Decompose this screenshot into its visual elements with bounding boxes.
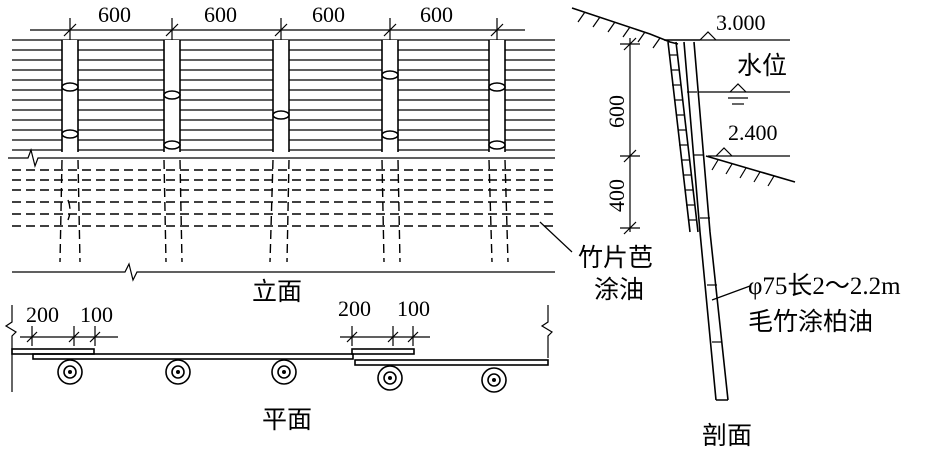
elevation-pile xyxy=(381,40,401,263)
bamboo-mat-hidden xyxy=(12,169,555,227)
plan-title: 平面 xyxy=(262,407,312,434)
plan-dim-label: 100 xyxy=(397,296,430,321)
plan-view: 200 100 200 100 xyxy=(4,296,553,434)
elevation-top-label: 3.000 xyxy=(716,10,766,35)
mat-label: 涂油 xyxy=(594,276,644,304)
plan-dim-label: 200 xyxy=(338,296,371,321)
plan-pile xyxy=(377,365,403,391)
pile-spec-label: 毛竹涂柏油 xyxy=(748,308,873,336)
elevation-spacing-dimension: 600 600 600 600 xyxy=(30,2,525,42)
elevation-pile xyxy=(269,40,290,263)
break-line xyxy=(8,147,555,169)
plan-dim-label: 100 xyxy=(80,302,113,327)
elevation-pile xyxy=(488,40,509,263)
plan-break-right xyxy=(540,305,553,358)
pile-spec-leader xyxy=(711,285,751,301)
section-mat-ticks xyxy=(669,54,696,221)
dim-label-600: 600 xyxy=(604,95,629,128)
section-view: 600 400 xyxy=(571,7,901,449)
section-title: 剖面 xyxy=(702,422,752,449)
lower-ground xyxy=(705,155,796,183)
mat-label: 竹片芭 xyxy=(578,244,653,272)
water-level-mark: 水位 xyxy=(698,52,790,105)
elevation-low-label: 2.400 xyxy=(728,120,778,145)
plan-dim-label: 200 xyxy=(26,302,59,327)
bank-slope xyxy=(571,7,679,45)
plan-dimensions-left: 200 100 xyxy=(20,302,118,346)
plan-dimensions-right: 200 100 xyxy=(338,296,430,346)
spacing-label: 600 xyxy=(204,2,237,27)
elevation-view: 600 600 600 600 xyxy=(8,2,653,306)
water-level-label: 水位 xyxy=(737,52,787,80)
plan-pile xyxy=(165,359,191,385)
section-vertical-dimension: 600 400 xyxy=(604,37,640,235)
section-mat xyxy=(667,41,699,233)
dim-label-400: 400 xyxy=(604,179,629,212)
lower-ground-hatching xyxy=(711,159,775,187)
elevation-pile xyxy=(163,40,183,263)
pile-spec-label: φ75长2～2.2m xyxy=(748,272,901,300)
bank-hatching xyxy=(577,11,661,49)
plan-pile xyxy=(271,359,297,385)
spacing-label: 600 xyxy=(312,2,345,27)
ground-break-line xyxy=(12,262,555,282)
plan-pile xyxy=(57,359,83,385)
spacing-label: 600 xyxy=(98,2,131,27)
elevation-title: 立面 xyxy=(252,278,302,306)
section-pile xyxy=(683,41,729,401)
plan-pile xyxy=(481,367,507,393)
elevation-mark-top: 3.000 xyxy=(699,10,790,41)
plan-break-left xyxy=(4,305,17,392)
section-pile-nodes xyxy=(687,91,722,343)
elevation-pile xyxy=(59,40,81,263)
plan-mat-boards xyxy=(11,348,549,366)
mat-leader xyxy=(539,221,573,253)
spacing-label: 600 xyxy=(420,2,453,27)
elevation-mark-low: 2.400 xyxy=(708,120,790,157)
